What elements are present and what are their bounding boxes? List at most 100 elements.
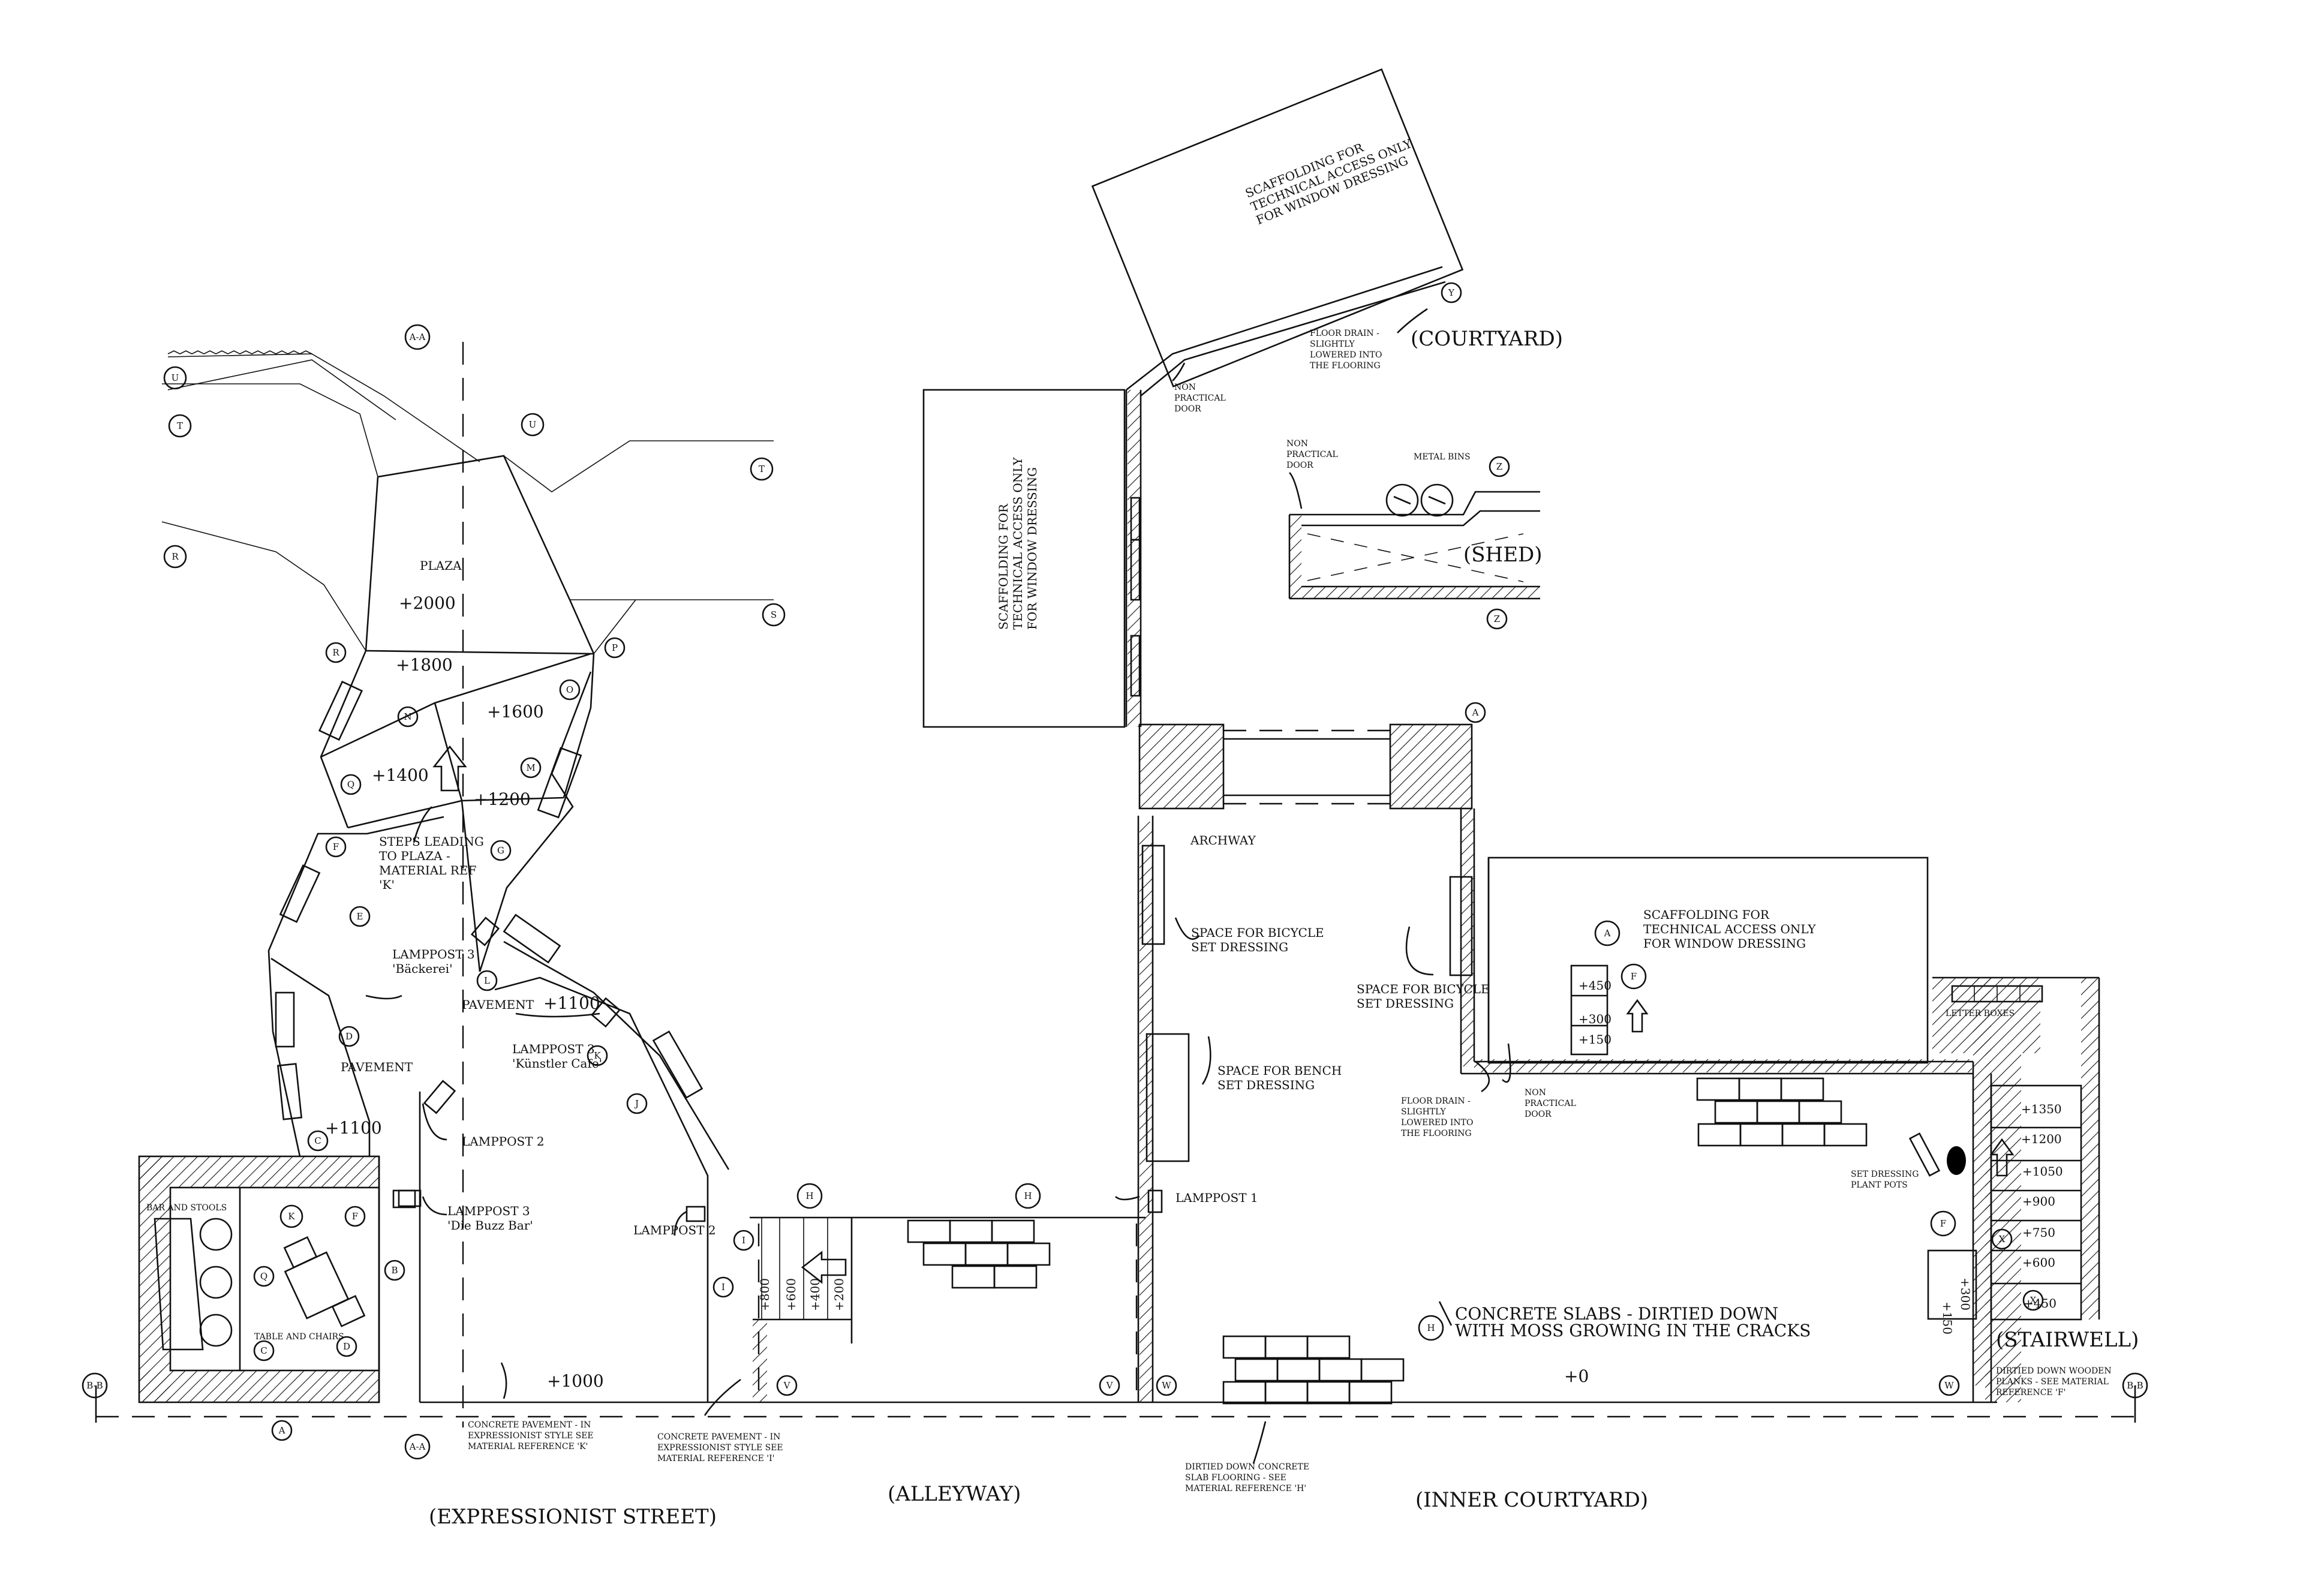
svg-text:NON: NON <box>1174 383 1196 392</box>
svg-text:Y: Y <box>1448 287 1455 298</box>
svg-text:SPACE FOR BENCH: SPACE FOR BENCH <box>1217 1063 1342 1078</box>
svg-text:Z: Z <box>1494 614 1500 624</box>
svg-text:EXPRESSIONIST STYLE SEE: EXPRESSIONIST STYLE SEE <box>657 1443 783 1453</box>
svg-text:+150: +150 <box>1579 1032 1612 1047</box>
svg-text:A-A: A-A <box>409 332 426 342</box>
svg-text:CONCRETE SLABS - DIRTIED DOWN: CONCRETE SLABS - DIRTIED DOWN <box>1455 1304 1778 1324</box>
marker-c1: C <box>307 1130 329 1152</box>
svg-text:METAL BINS: METAL BINS <box>1414 452 1471 462</box>
svg-text:Q: Q <box>347 779 354 790</box>
svg-text:CONCRETE PAVEMENT - IN: CONCRETE PAVEMENT - IN <box>657 1432 780 1442</box>
svg-text:BAR AND STOOLS: BAR AND STOOLS <box>146 1203 227 1213</box>
svg-text:+1050: +1050 <box>2022 1164 2063 1179</box>
svg-text:L: L <box>484 975 490 986</box>
marker-s: S <box>762 603 786 627</box>
svg-text:+600: +600 <box>2022 1255 2055 1270</box>
svg-text:SET DRESSING: SET DRESSING <box>1357 996 1454 1011</box>
marker-a3: A <box>1594 920 1620 946</box>
marker-h2: H <box>1015 1183 1041 1209</box>
svg-text:DIRTIED DOWN WOODEN: DIRTIED DOWN WOODEN <box>1996 1366 2112 1376</box>
svg-text:R: R <box>172 551 179 562</box>
svg-text:W: W <box>1162 1380 1171 1391</box>
svg-text:+200: +200 <box>832 1278 846 1311</box>
marker-p: P <box>604 637 626 659</box>
svg-text:TABLE AND CHAIRS: TABLE AND CHAIRS <box>254 1332 344 1342</box>
svg-text:V: V <box>1106 1380 1114 1391</box>
title-expressionist-street: (EXPRESSIONIST STREET) <box>429 1505 717 1529</box>
marker-k2: K <box>279 1204 303 1228</box>
title-courtyard: (COURTYARD) <box>1411 327 1563 351</box>
svg-text:MATERIAL REFERENCE 'H': MATERIAL REFERENCE 'H' <box>1185 1484 1306 1493</box>
svg-text:S: S <box>771 609 777 620</box>
marker-d: D <box>338 1026 360 1047</box>
svg-text:SCAFFOLDING FOR: SCAFFOLDING FOR <box>1643 907 1770 922</box>
marker-b: B <box>384 1260 405 1281</box>
svg-text:+1600: +1600 <box>487 702 544 722</box>
svg-text:I: I <box>742 1235 745 1246</box>
marker-f3: F <box>1620 963 1647 990</box>
reference-markers: A-A A-A B-B B-B U T U T R S R P O N M Q … <box>82 282 2148 1460</box>
plant-pot <box>1908 1132 1941 1177</box>
svg-text:+1000: +1000 <box>547 1371 604 1391</box>
marker-g: G <box>490 840 512 861</box>
marker-a-a-top: A-A <box>404 324 431 350</box>
alleyway <box>750 1216 1146 1403</box>
svg-text:REFERENCE 'F': REFERENCE 'F' <box>1996 1388 2066 1397</box>
svg-text:+0: +0 <box>1564 1366 1589 1386</box>
svg-text:NON: NON <box>1286 439 1308 449</box>
marker-h3: H <box>1418 1315 1444 1341</box>
svg-text:J: J <box>634 1098 639 1109</box>
marker-a-a-bottom: A-A <box>404 1433 431 1460</box>
marker-m: M <box>520 757 542 779</box>
svg-text:LAMPPOST 3: LAMPPOST 3 <box>447 1204 530 1218</box>
lamppost-symbols <box>398 916 1163 1222</box>
svg-text:R: R <box>332 647 339 658</box>
svg-text:SLIGHTLY: SLIGHTLY <box>1401 1107 1447 1117</box>
svg-text:'Die Buzz Bar': 'Die Buzz Bar' <box>447 1218 533 1233</box>
svg-text:+1100: +1100 <box>325 1118 382 1138</box>
svg-text:F: F <box>1940 1218 1946 1229</box>
svg-text:SCAFFOLDING FOR: SCAFFOLDING FOR <box>996 503 1011 630</box>
marker-b-b-right: B-B <box>2122 1372 2148 1399</box>
alley-steps-arrow <box>801 1251 847 1284</box>
svg-text:+750: +750 <box>2022 1225 2055 1240</box>
svg-text:A-A: A-A <box>409 1441 426 1452</box>
label-plaza: PLAZA <box>420 558 462 573</box>
svg-text:C: C <box>260 1345 267 1356</box>
bar-building <box>138 1155 416 1403</box>
svg-text:LAMPPOST 3: LAMPPOST 3 <box>392 947 475 961</box>
svg-text:DIRTIED DOWN CONCRETE: DIRTIED DOWN CONCRETE <box>1185 1462 1309 1472</box>
svg-text:LAMPPOST 1: LAMPPOST 1 <box>1175 1191 1258 1205</box>
marker-u2: U <box>521 413 545 437</box>
svg-text:SLAB FLOORING - SEE: SLAB FLOORING - SEE <box>1185 1473 1286 1483</box>
svg-text:MATERIAL REFERENCE 'I': MATERIAL REFERENCE 'I' <box>657 1454 774 1463</box>
marker-q: Q <box>340 774 362 795</box>
title-inner-courtyard: (INNER COURTYARD) <box>1415 1488 1648 1512</box>
marker-n: N <box>397 706 419 728</box>
svg-text:+450: +450 <box>2024 1296 2057 1311</box>
svg-text:LAMPPOST 2: LAMPPOST 2 <box>462 1134 545 1149</box>
svg-text:DOOR: DOOR <box>1174 404 1201 414</box>
marker-a2: A <box>1465 702 1486 723</box>
svg-text:A: A <box>278 1425 285 1436</box>
svg-text:FLOOR DRAIN -: FLOOR DRAIN - <box>1310 329 1379 338</box>
svg-text:'K': 'K' <box>379 877 395 892</box>
svg-text:F: F <box>352 1211 358 1222</box>
svg-text:FOR WINDOW DRESSING: FOR WINDOW DRESSING <box>1643 936 1806 951</box>
marker-a1: A <box>271 1420 293 1441</box>
area-titles: (EXPRESSIONIST STREET) (ALLEYWAY) (INNER… <box>420 327 2139 1529</box>
svg-text:THE FLOORING: THE FLOORING <box>1310 361 1381 371</box>
stairwell-up-arrow <box>1989 1138 2015 1177</box>
svg-text:+1350: +1350 <box>2021 1102 2062 1116</box>
svg-text:U: U <box>529 419 537 430</box>
plant-pot <box>1947 1146 1966 1175</box>
marker-f2: F <box>344 1206 366 1227</box>
svg-text:+2000: +2000 <box>399 593 456 613</box>
marker-i1: I <box>712 1276 734 1298</box>
svg-text:DOOR: DOOR <box>1525 1110 1552 1119</box>
plaza <box>161 353 774 972</box>
svg-text:+1400: +1400 <box>372 765 429 785</box>
bar-counter <box>154 1218 204 1351</box>
svg-text:F: F <box>1631 971 1637 982</box>
